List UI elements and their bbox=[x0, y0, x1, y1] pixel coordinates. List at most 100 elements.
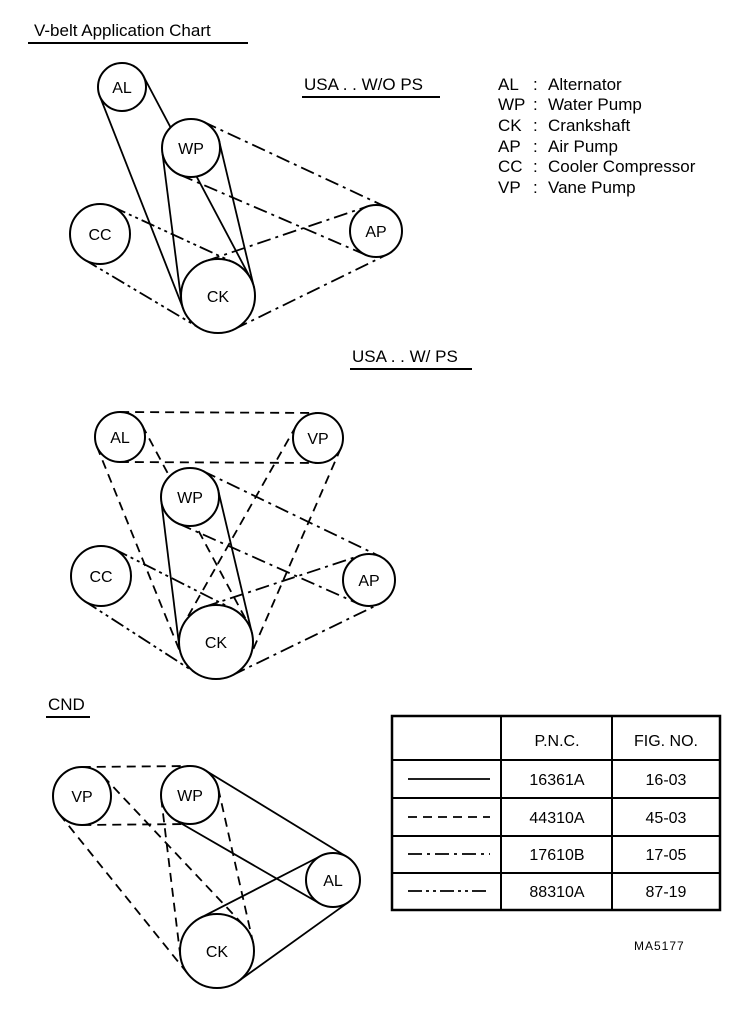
legend-name: Vane Pump bbox=[548, 178, 636, 197]
belt-wp-ap bbox=[177, 522, 359, 605]
pulley-al bbox=[94, 411, 146, 463]
part-code: MA5177 bbox=[634, 939, 685, 953]
belt-vp-ck bbox=[58, 813, 189, 975]
pulley-label-ck: CK bbox=[205, 635, 228, 652]
belt-wp-al bbox=[204, 769, 348, 858]
legend-sep: : bbox=[533, 75, 538, 94]
table-cell-fig: 87-19 bbox=[646, 884, 687, 901]
legend-abbr: VP bbox=[498, 178, 521, 197]
pulley-label-vp: VP bbox=[71, 789, 92, 806]
table-cell-fig: 16-03 bbox=[646, 772, 687, 789]
pulley-al bbox=[97, 62, 147, 112]
belt-cc-ck bbox=[112, 205, 234, 264]
belt-wp-ap bbox=[179, 173, 367, 256]
table-cell-fig: 17-05 bbox=[646, 847, 687, 864]
belt-ck-al bbox=[238, 901, 350, 982]
belt-vp-ck bbox=[102, 775, 245, 927]
chart-title: V-belt Application Chart bbox=[34, 21, 211, 40]
pulley-label-wp: WP bbox=[177, 788, 203, 805]
pulley-ap bbox=[349, 204, 403, 258]
legend-abbr: AL bbox=[498, 75, 519, 94]
belt-ck-ap bbox=[233, 253, 388, 331]
pulley-label-ck: CK bbox=[207, 289, 230, 306]
belt-al-vp bbox=[120, 411, 319, 414]
belt-layout-cnd: VP WP AL CK bbox=[52, 765, 361, 989]
legend-abbr: WP bbox=[498, 95, 525, 114]
belt-wp-ap bbox=[202, 470, 381, 558]
legend-sep: : bbox=[533, 157, 538, 176]
table-header: P.N.C. bbox=[534, 733, 579, 750]
belt-vp-wp bbox=[82, 823, 191, 826]
pulley-cc bbox=[69, 203, 131, 265]
belt-wp-ck bbox=[218, 141, 255, 288]
section-heading: CND bbox=[48, 695, 85, 714]
legend-sep: : bbox=[533, 178, 538, 197]
belt-al-vp bbox=[119, 461, 318, 464]
belt-ck-ap bbox=[205, 205, 368, 262]
belt-cc-ck bbox=[114, 548, 234, 610]
belt-layout-usa-with-ps: AL VP WP CC AP CK bbox=[70, 411, 396, 680]
table-cell-fig: 45-03 bbox=[646, 810, 687, 827]
belt-al-ck bbox=[95, 446, 183, 657]
pulley-label-ck: CK bbox=[206, 944, 229, 961]
legend-abbr: CC bbox=[498, 157, 523, 176]
section-heading: USA . . W/ PS bbox=[352, 347, 458, 366]
pulley-wp bbox=[160, 467, 220, 527]
legend-name: Cooler Compressor bbox=[548, 157, 696, 176]
belt-ck-ap bbox=[204, 554, 362, 608]
pulley-label-cc: CC bbox=[89, 569, 112, 586]
table-cell-pnc: 44310A bbox=[529, 810, 584, 827]
belt-layout-usa-without-ps: AL WP CC AP CK bbox=[69, 62, 403, 334]
belt-cc-ck bbox=[84, 600, 197, 674]
pulley-label-al: AL bbox=[110, 430, 130, 447]
pulley-label-wp: WP bbox=[177, 490, 203, 507]
table-cell-pnc: 16361A bbox=[529, 772, 584, 789]
belt-ck-ap bbox=[231, 602, 381, 677]
table-header: FIG. NO. bbox=[634, 733, 698, 750]
legend: AL : Alternator WP : Water Pump CK : Cra… bbox=[498, 75, 696, 197]
legend-name: Alternator bbox=[548, 75, 622, 94]
legend-abbr: AP bbox=[498, 137, 521, 156]
belt-ck-al bbox=[199, 855, 322, 919]
pulley-label-cc: CC bbox=[88, 227, 111, 244]
legend-sep: : bbox=[533, 116, 538, 135]
section-heading: USA . . W/O PS bbox=[304, 75, 423, 94]
table-border bbox=[390, 714, 722, 912]
legend-name: Water Pump bbox=[548, 95, 642, 114]
belt-wp-ck bbox=[160, 500, 181, 647]
table-cell-pnc: 88310A bbox=[529, 884, 584, 901]
pulley-ck bbox=[178, 604, 254, 680]
legend-sep: : bbox=[533, 95, 538, 114]
table-cell-pnc: 17610B bbox=[529, 847, 584, 864]
pulley-ck bbox=[179, 913, 255, 989]
belt-vp-ck bbox=[183, 425, 298, 625]
pulley-wp bbox=[160, 765, 220, 825]
pulley-vp bbox=[52, 766, 112, 826]
pulley-label-al: AL bbox=[112, 80, 132, 97]
belt-vp-wp bbox=[81, 765, 190, 768]
belt-vp-ck bbox=[249, 447, 342, 658]
pulley-label-vp: VP bbox=[307, 431, 328, 448]
belt-al-ck bbox=[98, 95, 185, 310]
pulley-al bbox=[305, 852, 361, 908]
pulley-label-ap: AP bbox=[365, 224, 386, 241]
legend-sep: : bbox=[533, 137, 538, 156]
legend-name: Air Pump bbox=[548, 137, 618, 156]
pulley-label-al: AL bbox=[323, 873, 343, 890]
pulley-ap bbox=[342, 553, 396, 607]
belt-wp-ck bbox=[160, 798, 182, 956]
belt-wp-ck bbox=[217, 788, 254, 944]
legend-name: Crankshaft bbox=[548, 116, 630, 135]
part-number-table: P.N.C. FIG. NO. 16361A 16-03 44310A 45-0… bbox=[390, 714, 722, 912]
pulley-ck bbox=[180, 258, 256, 334]
pulley-wp bbox=[161, 118, 221, 178]
pulley-label-wp: WP bbox=[178, 141, 204, 158]
belt-wp-al bbox=[175, 819, 320, 905]
pulley-label-ap: AP bbox=[358, 573, 379, 590]
belt-wp-ck bbox=[217, 490, 253, 634]
belt-cc-ck bbox=[84, 259, 200, 329]
belt-wp-ap bbox=[202, 120, 388, 209]
legend-abbr: CK bbox=[498, 116, 522, 135]
belt-wp-ck bbox=[161, 151, 183, 301]
